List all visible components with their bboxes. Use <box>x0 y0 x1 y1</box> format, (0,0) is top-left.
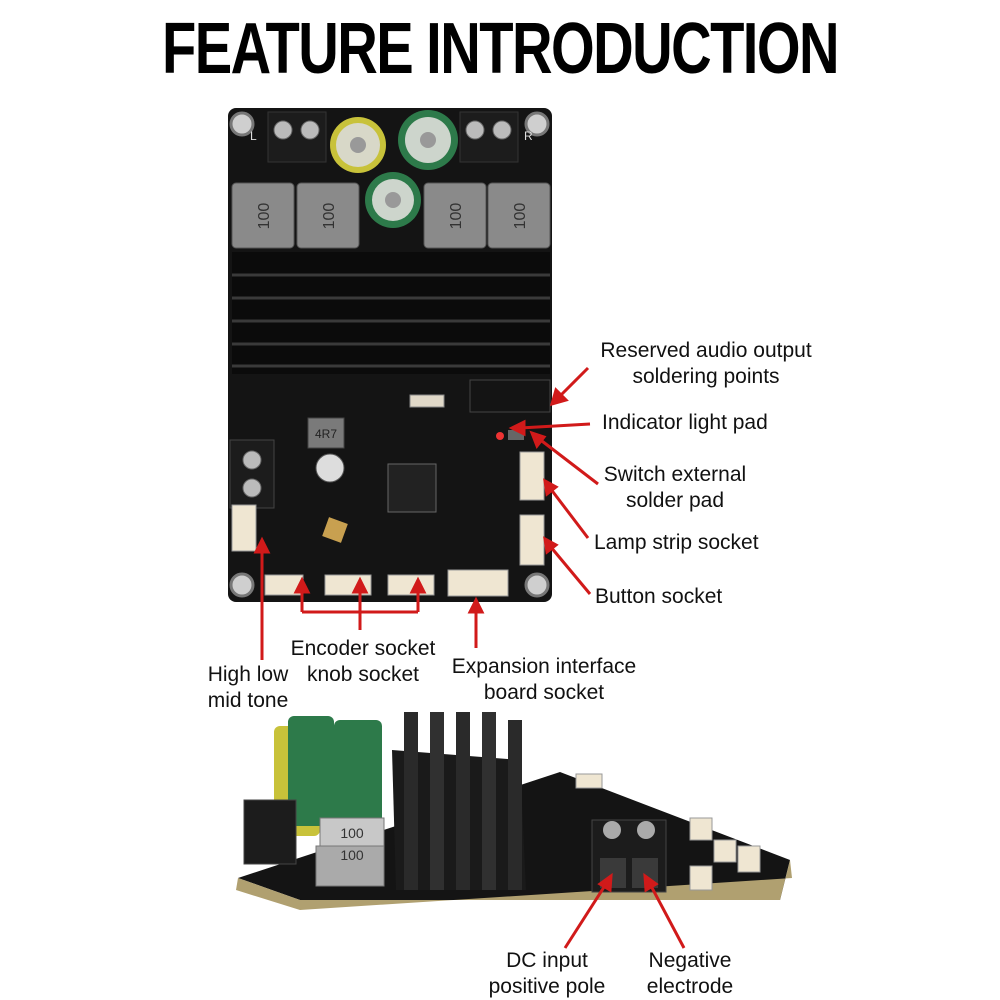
page-title: FEATURE INTRODUCTION <box>162 9 840 89</box>
svg-text:100: 100 <box>512 203 529 230</box>
label-expansion: Expansion interface board socket <box>451 655 637 704</box>
label-dc-input: DC input positive pole <box>488 949 606 998</box>
connector <box>737 845 761 873</box>
mounting-hole <box>229 572 255 598</box>
connector <box>575 773 603 789</box>
label-lamp-strip: Lamp strip socket <box>594 531 759 554</box>
crystal <box>322 517 348 543</box>
reserved-pads <box>469 379 551 413</box>
connector <box>231 504 257 552</box>
r-marking: R <box>524 129 533 143</box>
mounting-hole <box>524 572 550 598</box>
mounting-hole <box>229 111 255 137</box>
top-pcb: L R 100 100 <box>228 108 552 602</box>
capacitor <box>365 172 421 228</box>
inductor: 100 <box>296 182 360 249</box>
svg-text:100: 100 <box>448 203 465 230</box>
label-encoder-socket: Encoder socket knob socket <box>290 637 436 686</box>
inductor: 100 <box>423 182 487 249</box>
label-button-socket: Button socket <box>595 585 723 608</box>
label-reserved-audio: Reserved audio output soldering points <box>600 339 812 388</box>
right-speaker-terminal: R <box>459 111 533 163</box>
connector <box>519 514 545 566</box>
inductor: 100 <box>315 845 385 887</box>
label-high-low-mid: High low mid tone <box>207 663 289 712</box>
connector <box>689 817 713 841</box>
connector <box>519 451 545 501</box>
label-indicator-light: Indicator light pad <box>602 411 768 434</box>
left-speaker-terminal: L <box>250 111 327 163</box>
l-marking: L <box>250 129 257 143</box>
label-switch-external: Switch external solder pad <box>603 463 747 512</box>
inductor: 100 <box>319 817 385 847</box>
bottom-pcb: 100 100 <box>236 712 792 910</box>
svg-text:100: 100 <box>256 203 273 230</box>
power-terminal <box>243 799 297 865</box>
small-inductor: 4R7 <box>307 417 345 449</box>
capacitor <box>330 117 386 173</box>
power-terminal <box>229 439 275 509</box>
svg-text:4R7: 4R7 <box>315 427 337 441</box>
connector <box>447 569 509 597</box>
svg-text:100: 100 <box>321 203 338 230</box>
small-capacitor <box>315 453 345 483</box>
heatsink <box>392 712 526 890</box>
pad <box>508 430 524 440</box>
callout-lines-bottom <box>563 872 686 949</box>
callout-lines <box>253 366 599 660</box>
indicator-led <box>496 432 504 440</box>
dc-terminal <box>591 819 667 893</box>
svg-text:100: 100 <box>340 825 364 841</box>
heatsink <box>232 252 550 374</box>
switch <box>409 394 445 408</box>
capacitor <box>334 720 382 832</box>
main-chip <box>387 463 437 513</box>
svg-text:100: 100 <box>340 847 364 863</box>
inductor: 100 <box>231 182 295 249</box>
connector <box>713 839 737 863</box>
capacitor <box>288 716 334 826</box>
connector <box>689 865 713 891</box>
inductor: 100 <box>487 182 551 249</box>
mounting-hole <box>524 111 550 137</box>
label-negative: Negative electrode <box>646 949 734 998</box>
capacitor <box>398 110 458 170</box>
